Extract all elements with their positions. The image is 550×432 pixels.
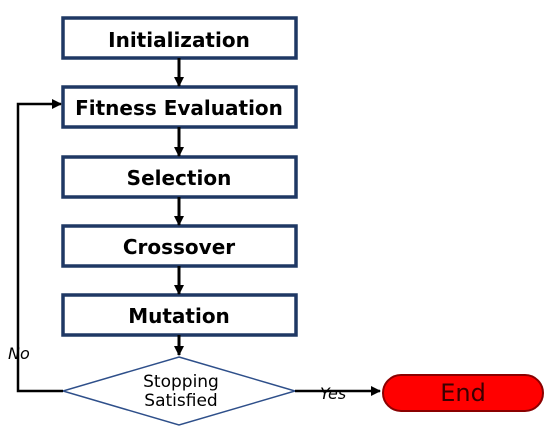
no-branch-loop-arrow	[16, 99, 63, 393]
step-label: Crossover	[123, 235, 235, 259]
decision-label-line2: Satisfied	[144, 391, 217, 411]
terminal-label: End	[440, 379, 486, 407]
terminal-end: End	[382, 374, 544, 412]
no-label: No	[8, 344, 30, 363]
step-label: Initialization	[108, 28, 250, 52]
step-box	[61, 224, 298, 268]
step-label: Fitness Evaluation	[75, 96, 283, 120]
step-mutation: Mutation	[61, 293, 298, 337]
yes-label: Yes	[320, 384, 346, 403]
decision-stopping-satisfied: Stopping Satisfied	[60, 356, 298, 426]
step-selection: Selection	[61, 155, 298, 199]
step-crossover: Crossover	[61, 224, 298, 268]
step-fitness-evaluation: Fitness Evaluation	[61, 85, 298, 129]
decision-label-line1: Stopping	[143, 372, 219, 392]
step-label: Mutation	[128, 304, 230, 328]
decision-diamond	[60, 356, 298, 426]
step-initialization: Initialization	[61, 16, 298, 60]
step-label: Selection	[127, 166, 232, 190]
terminal-shape	[382, 374, 544, 412]
